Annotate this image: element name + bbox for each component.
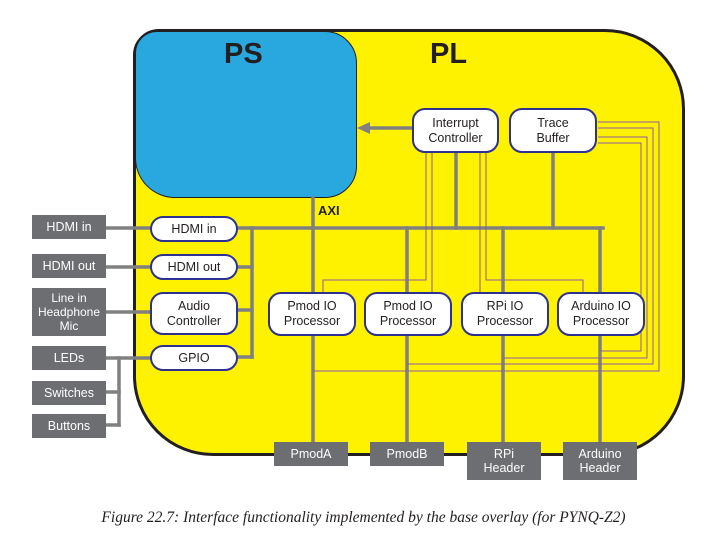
- ext-leds: LEDs: [32, 346, 106, 370]
- figure-caption: Figure 22.7: Interface functionality imp…: [101, 509, 626, 526]
- ext-switches: Switches: [32, 381, 106, 405]
- pmod-io-processor-1[interactable]: Pmod IO Processor: [268, 292, 356, 336]
- trace-buffer-block[interactable]: Trace Buffer: [509, 108, 597, 153]
- interrupt-controller-block[interactable]: Interrupt Controller: [412, 108, 499, 153]
- ext-hdmi-in: HDMI in: [32, 215, 106, 239]
- ext-buttons: Buttons: [32, 414, 106, 438]
- gpio-block[interactable]: GPIO: [150, 345, 238, 371]
- ps-region: [135, 31, 357, 198]
- ext-pmodb: PmodB: [370, 442, 444, 466]
- pl-title: PL: [430, 38, 468, 70]
- pmod-io-processor-2[interactable]: Pmod IO Processor: [364, 292, 452, 336]
- ext-pmoda: PmodA: [274, 442, 348, 466]
- hdmi-out-block[interactable]: HDMI out: [150, 254, 238, 280]
- audio-controller-block[interactable]: Audio Controller: [150, 292, 238, 335]
- arduino-io-processor[interactable]: Arduino IO Processor: [557, 292, 645, 336]
- ext-arduino-header: Arduino Header: [563, 442, 637, 480]
- ext-audio: Line in Headphone Mic: [32, 288, 106, 336]
- rpi-io-processor[interactable]: RPi IO Processor: [461, 292, 549, 336]
- ext-hdmi-out: HDMI out: [32, 254, 106, 278]
- axi-label: AXI: [318, 203, 340, 218]
- ext-rpi-header: RPi Header: [467, 442, 541, 480]
- ps-title: PS: [224, 38, 263, 70]
- arrow-to-ps-icon: [357, 122, 370, 134]
- hdmi-in-block[interactable]: HDMI in: [150, 216, 238, 242]
